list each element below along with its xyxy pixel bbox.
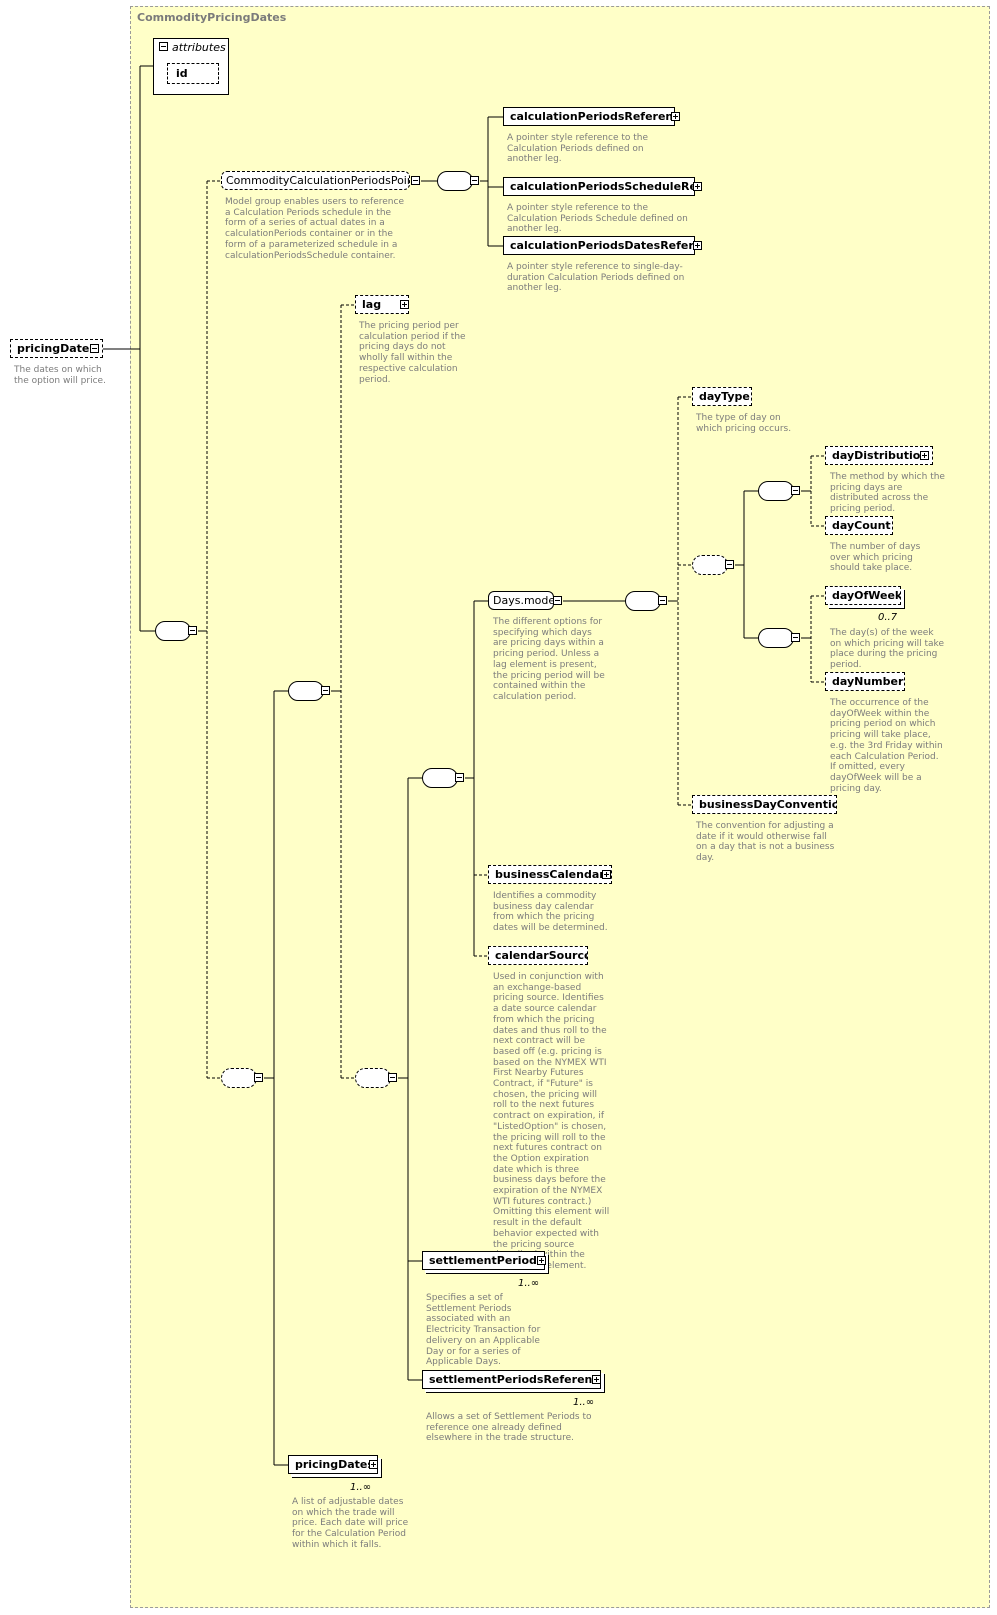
settlement-periods-description: Specifies a set of Settlement Periods as… [426, 1293, 541, 1368]
collapse-icon[interactable] [791, 633, 800, 642]
group-ref-description: Model group enables users to reference a… [225, 197, 404, 261]
collapse-icon[interactable] [455, 773, 464, 782]
calc-periods-dates-reference[interactable]: calculationPeriodsDatesRefere... [503, 236, 695, 255]
element-business-day-convention[interactable]: businessDayConvention [692, 795, 837, 814]
element-business-calendar[interactable]: businessCalendar [488, 865, 612, 884]
settlement-periods-cardinality: 1..∞ [518, 1278, 540, 1289]
business-calendar-description: Identifies a commodity business day cale… [493, 891, 608, 934]
calc-periods-schedule-reference[interactable]: calculationPeriodsScheduleRef... [503, 177, 695, 196]
expand-icon[interactable] [369, 1460, 378, 1469]
collapse-icon[interactable] [553, 596, 562, 605]
day-distribution-description: The method by which the pricing days are… [830, 472, 945, 515]
expand-icon[interactable] [602, 870, 611, 879]
pricing-dates-cardinality: 1..∞ [350, 1482, 372, 1493]
collapse-icon[interactable] [90, 344, 99, 353]
choice-compositor[interactable] [221, 1068, 257, 1088]
sequence-compositor[interactable] [288, 681, 324, 701]
choice-compositor[interactable] [355, 1068, 391, 1088]
element-day-distribution[interactable]: dayDistribution [825, 446, 933, 465]
element-day-type[interactable]: dayType [692, 387, 752, 406]
collapse-icon[interactable] [470, 176, 479, 185]
collapse-icon[interactable] [321, 686, 330, 695]
element-pricing-dates-child[interactable]: pricingDates [288, 1455, 378, 1474]
expand-icon[interactable] [920, 451, 929, 460]
calendar-source-description: Used in conjunction with an exchange-bas… [493, 972, 610, 1271]
collapse-icon[interactable] [725, 560, 734, 569]
day-type-description: The type of day on which pricing occurs. [696, 413, 792, 434]
expand-icon[interactable] [693, 182, 702, 191]
sequence-compositor[interactable] [422, 768, 458, 788]
choice-compositor[interactable] [437, 171, 473, 191]
expand-icon[interactable] [592, 1375, 601, 1384]
collapse-icon[interactable] [658, 596, 667, 605]
business-day-convention-description: The convention for adjusting a date if i… [696, 821, 835, 864]
calc-ref-description: A pointer style reference to the Calcula… [507, 133, 649, 165]
group-calc-periods-pointer[interactable]: CommodityCalculationPeriodsPointer... [221, 171, 410, 190]
settlement-periods-reference-cardinality: 1..∞ [573, 1397, 595, 1408]
calc-periods-reference[interactable]: calculationPeriodsReference [503, 107, 675, 126]
attributes-label: attributes [172, 41, 226, 54]
calc-dates-ref-description: A pointer style reference to single-day-… [507, 262, 685, 294]
expand-icon[interactable] [400, 300, 409, 309]
day-count-description: The number of days over which pricing sh… [830, 542, 921, 574]
panel-title: CommodityPricingDates [137, 11, 287, 24]
collapse-icon[interactable] [159, 42, 168, 51]
root-description: The dates on which the option will price… [14, 365, 106, 386]
sequence-compositor[interactable] [758, 481, 794, 501]
collapse-icon[interactable] [254, 1073, 263, 1082]
sequence-compositor[interactable] [155, 621, 191, 641]
sequence-compositor[interactable] [758, 628, 794, 648]
collapse-icon[interactable] [188, 626, 197, 635]
choice-compositor[interactable] [692, 555, 728, 575]
element-settlement-periods-reference[interactable]: settlementPeriodsReference [422, 1370, 601, 1389]
days-model-description: The different options for specifying whi… [493, 617, 605, 702]
collapse-icon[interactable] [411, 176, 420, 185]
collapse-icon[interactable] [388, 1073, 397, 1082]
day-of-week-description: The day(s) of the week on which pricing … [830, 628, 944, 671]
lag-description: The pricing period per calculation perio… [359, 321, 466, 385]
group-days-model[interactable]: Days.model [488, 591, 554, 610]
element-day-of-week[interactable]: dayOfWeek [825, 586, 901, 605]
element-settlement-periods[interactable]: settlementPeriods [422, 1251, 545, 1270]
element-day-number[interactable]: dayNumber [825, 672, 905, 691]
expand-icon[interactable] [671, 112, 680, 121]
expand-icon[interactable] [537, 1256, 546, 1265]
attribute-id[interactable]: id [167, 63, 219, 84]
pricing-dates-child-description: A list of adjustable dates on which the … [292, 1497, 409, 1550]
element-day-count[interactable]: dayCount [825, 516, 893, 535]
day-of-week-cardinality: 0..7 [878, 612, 898, 623]
complex-type-panel [130, 6, 990, 1608]
sequence-compositor[interactable] [625, 591, 661, 611]
root-pricing-dates[interactable]: pricingDates [10, 339, 103, 358]
settlement-periods-reference-description: Allows a set of Settlement Periods to re… [426, 1412, 592, 1444]
day-number-description: The occurrence of the dayOfWeek within t… [830, 698, 943, 794]
calc-sched-ref-description: A pointer style reference to the Calcula… [507, 203, 688, 235]
collapse-icon[interactable] [791, 486, 800, 495]
element-calendar-source[interactable]: calendarSource [488, 946, 588, 965]
expand-icon[interactable] [693, 241, 702, 250]
